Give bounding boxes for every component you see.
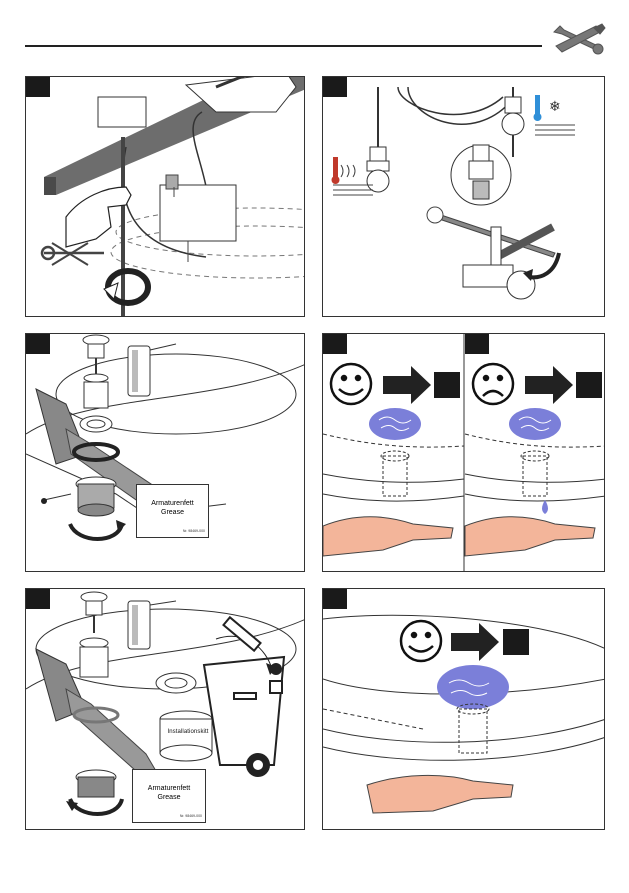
header-rule xyxy=(25,45,542,47)
cold-water-icon: ❄ xyxy=(533,95,575,136)
panel-step-3: Armaturenfett Grease Nr. 98469-000 xyxy=(25,333,305,572)
grease-card: Armaturenfett Grease Nr. 98469-000 xyxy=(136,484,209,538)
grease-code: Nr. 98469-000 xyxy=(182,529,205,533)
right-arrow-icon xyxy=(451,623,499,661)
happy-face-icon xyxy=(329,362,373,406)
panel-step-6 xyxy=(322,588,605,830)
grease-line-1: Armaturenfett xyxy=(147,785,191,792)
step-number-tab xyxy=(323,77,347,97)
grease-line-2: Grease xyxy=(157,794,181,801)
rotate-arrow-icon xyxy=(103,268,151,306)
panel-step-1 xyxy=(25,76,305,317)
right-arrow-icon xyxy=(383,366,431,404)
svg-text:❄: ❄ xyxy=(549,99,561,115)
happy-face-icon xyxy=(399,619,443,663)
hand-icon xyxy=(65,186,132,248)
no-wrench-icon xyxy=(40,242,104,266)
wrench-screwdriver-icon xyxy=(553,23,606,55)
panel-step-5: Installationskitt Armaturenfett Grease N… xyxy=(25,588,305,830)
grease-code: Nr. 98469-000 xyxy=(179,814,202,818)
installation-kit-label: Installationskitt xyxy=(167,729,209,735)
hot-water-icon xyxy=(331,157,373,196)
grease-line-2: Grease xyxy=(161,509,184,516)
step-number-tab xyxy=(26,334,50,354)
step-number-tab xyxy=(26,77,50,97)
panel-step-2: ❄ xyxy=(322,76,605,317)
step-number-tab xyxy=(26,589,50,609)
panel-step-4 xyxy=(322,333,605,572)
right-arrow-icon xyxy=(525,366,573,404)
step-number-tab xyxy=(323,589,347,609)
grease-card: Armaturenfett Grease Nr. 98469-000 xyxy=(132,769,206,823)
grease-line-1: Armaturenfett xyxy=(151,500,194,507)
sad-face-icon xyxy=(471,362,515,406)
